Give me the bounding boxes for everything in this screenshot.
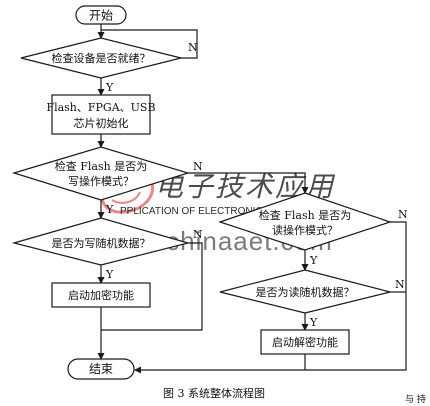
label-read-random-yes: Y bbox=[309, 316, 318, 329]
branch-labels: N Y N Y N Y N Y N Y bbox=[105, 41, 408, 329]
corner-text: 与 持 bbox=[405, 393, 426, 405]
decision-write-mode-line1: 检查 Flash 是否为 bbox=[55, 159, 147, 173]
connector-read-mode-no bbox=[134, 221, 407, 374]
start-label: 开始 bbox=[89, 9, 113, 23]
end-label: 结束 bbox=[89, 362, 113, 376]
decision-device-ready-label: 检查设备是否就绪？ bbox=[52, 51, 151, 65]
process-chip-init: Flash、FPGA、USB 芯片初始化 bbox=[46, 94, 156, 135]
decision-read-mode: 检查 Flash 是否为 读操作模式？ bbox=[218, 192, 392, 251]
node-end: 结束 bbox=[67, 358, 135, 380]
label-ready-yes: Y bbox=[105, 81, 114, 94]
decision-read-mode-line1: 检查 Flash 是否为 bbox=[259, 208, 351, 222]
label-ready-no: N bbox=[188, 41, 198, 54]
process-encrypt: 启动加密功能 bbox=[51, 282, 151, 308]
process-chip-init-line1: Flash、FPGA、USB bbox=[46, 101, 155, 114]
decision-device-ready: 检查设备是否就绪？ bbox=[20, 37, 182, 79]
label-read-mode-no: N bbox=[398, 208, 408, 221]
decision-read-random: 是否为读随机数据？ bbox=[219, 269, 391, 314]
decision-write-mode: 检查 Flash 是否为 写操作模式？ bbox=[11, 146, 191, 201]
decision-read-mode-line2: 读操作模式？ bbox=[272, 223, 338, 237]
figure-caption: 图 3 系统整体流程图 bbox=[163, 386, 265, 400]
decision-write-random: 是否为写随机数据？ bbox=[11, 217, 191, 266]
connector-write-mode-no bbox=[188, 172, 309, 194]
node-start: 开始 bbox=[75, 5, 127, 25]
connector-lines bbox=[97, 24, 407, 374]
decision-read-random-label: 是否为读随机数据？ bbox=[256, 285, 355, 299]
process-decrypt: 启动解密功能 bbox=[260, 329, 350, 355]
label-write-mode-no: N bbox=[193, 160, 203, 173]
process-decrypt-label: 启动解密功能 bbox=[272, 335, 338, 349]
process-encrypt-label: 启动加密功能 bbox=[68, 288, 134, 302]
label-read-mode-yes: Y bbox=[309, 254, 318, 267]
label-write-mode-yes: Y bbox=[105, 203, 114, 216]
label-write-random-no: N bbox=[193, 228, 203, 241]
decision-write-mode-line2: 写操作模式？ bbox=[68, 174, 134, 188]
label-read-random-no: N bbox=[395, 278, 405, 291]
connector-ready-no-loop bbox=[101, 29, 198, 59]
connector-write-random-no bbox=[101, 242, 203, 331]
decision-write-random-label: 是否为写随机数据？ bbox=[52, 236, 151, 250]
process-chip-init-line2: 芯片初始化 bbox=[74, 116, 129, 130]
label-write-random-yes: Y bbox=[105, 268, 114, 281]
watermark-english-text: PPLICATION OF ELECTRONIC TECHNIQUE bbox=[120, 206, 324, 217]
